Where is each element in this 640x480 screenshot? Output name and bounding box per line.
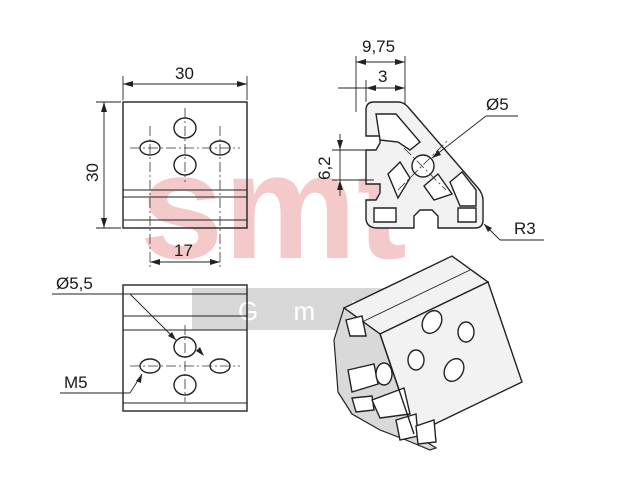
dim-hole-diameter: Ø5,5 bbox=[56, 274, 93, 293]
dim-profile-height: 6,2 bbox=[315, 156, 334, 180]
iso-bore bbox=[375, 362, 393, 386]
leader-line bbox=[431, 115, 487, 159]
dimension-arrows bbox=[366, 85, 405, 91]
front-view: 30 30 17 bbox=[83, 64, 248, 270]
center-line bbox=[397, 139, 449, 191]
dim-profile-width: 9,75 bbox=[362, 37, 395, 56]
isometric-view bbox=[333, 255, 523, 451]
dim-height-left: 30 bbox=[83, 163, 102, 182]
dimension-arrows bbox=[356, 59, 405, 65]
profile-view: 9,75 3 6,2 Ø5 R3 bbox=[315, 37, 544, 241]
profile-cavity bbox=[457, 207, 477, 223]
dim-bore-diameter: Ø5 bbox=[486, 95, 509, 114]
top-view-outline bbox=[122, 284, 248, 412]
profile-cavity bbox=[449, 170, 477, 207]
top-view: Ø5,5 M5 bbox=[52, 274, 248, 412]
iso-cavity bbox=[347, 363, 379, 393]
center-line bbox=[403, 147, 447, 191]
profile-cavity bbox=[373, 207, 397, 223]
profile-cavity bbox=[423, 172, 454, 201]
dim-profile-slot: 3 bbox=[378, 67, 387, 86]
iso-slot-hole bbox=[421, 309, 443, 335]
leader-arrow bbox=[168, 332, 176, 340]
dim-thread: M5 bbox=[64, 373, 88, 392]
leader-line bbox=[129, 293, 177, 341]
dim-hole-spacing: 17 bbox=[174, 241, 193, 260]
profile-cavity bbox=[387, 160, 411, 200]
iso-hole bbox=[457, 321, 475, 343]
front-view-outline bbox=[122, 101, 248, 229]
dimension-arrows bbox=[337, 140, 343, 190]
iso-edge bbox=[361, 269, 471, 323]
iso-cavity bbox=[345, 315, 367, 337]
iso-slot-hole bbox=[443, 357, 465, 383]
dim-width-top: 30 bbox=[175, 64, 194, 83]
leader-arrow bbox=[136, 374, 142, 383]
dim-corner-radius: R3 bbox=[514, 219, 536, 238]
iso-cavity bbox=[351, 395, 375, 413]
iso-edge bbox=[379, 333, 415, 435]
leader-arrow bbox=[196, 347, 204, 356]
iso-cavity bbox=[415, 419, 437, 445]
leader-arrow bbox=[432, 150, 441, 158]
profile-bore bbox=[411, 154, 435, 178]
iso-hole bbox=[407, 349, 425, 371]
profile-cavity bbox=[375, 113, 422, 151]
leader-arrow bbox=[484, 224, 492, 232]
